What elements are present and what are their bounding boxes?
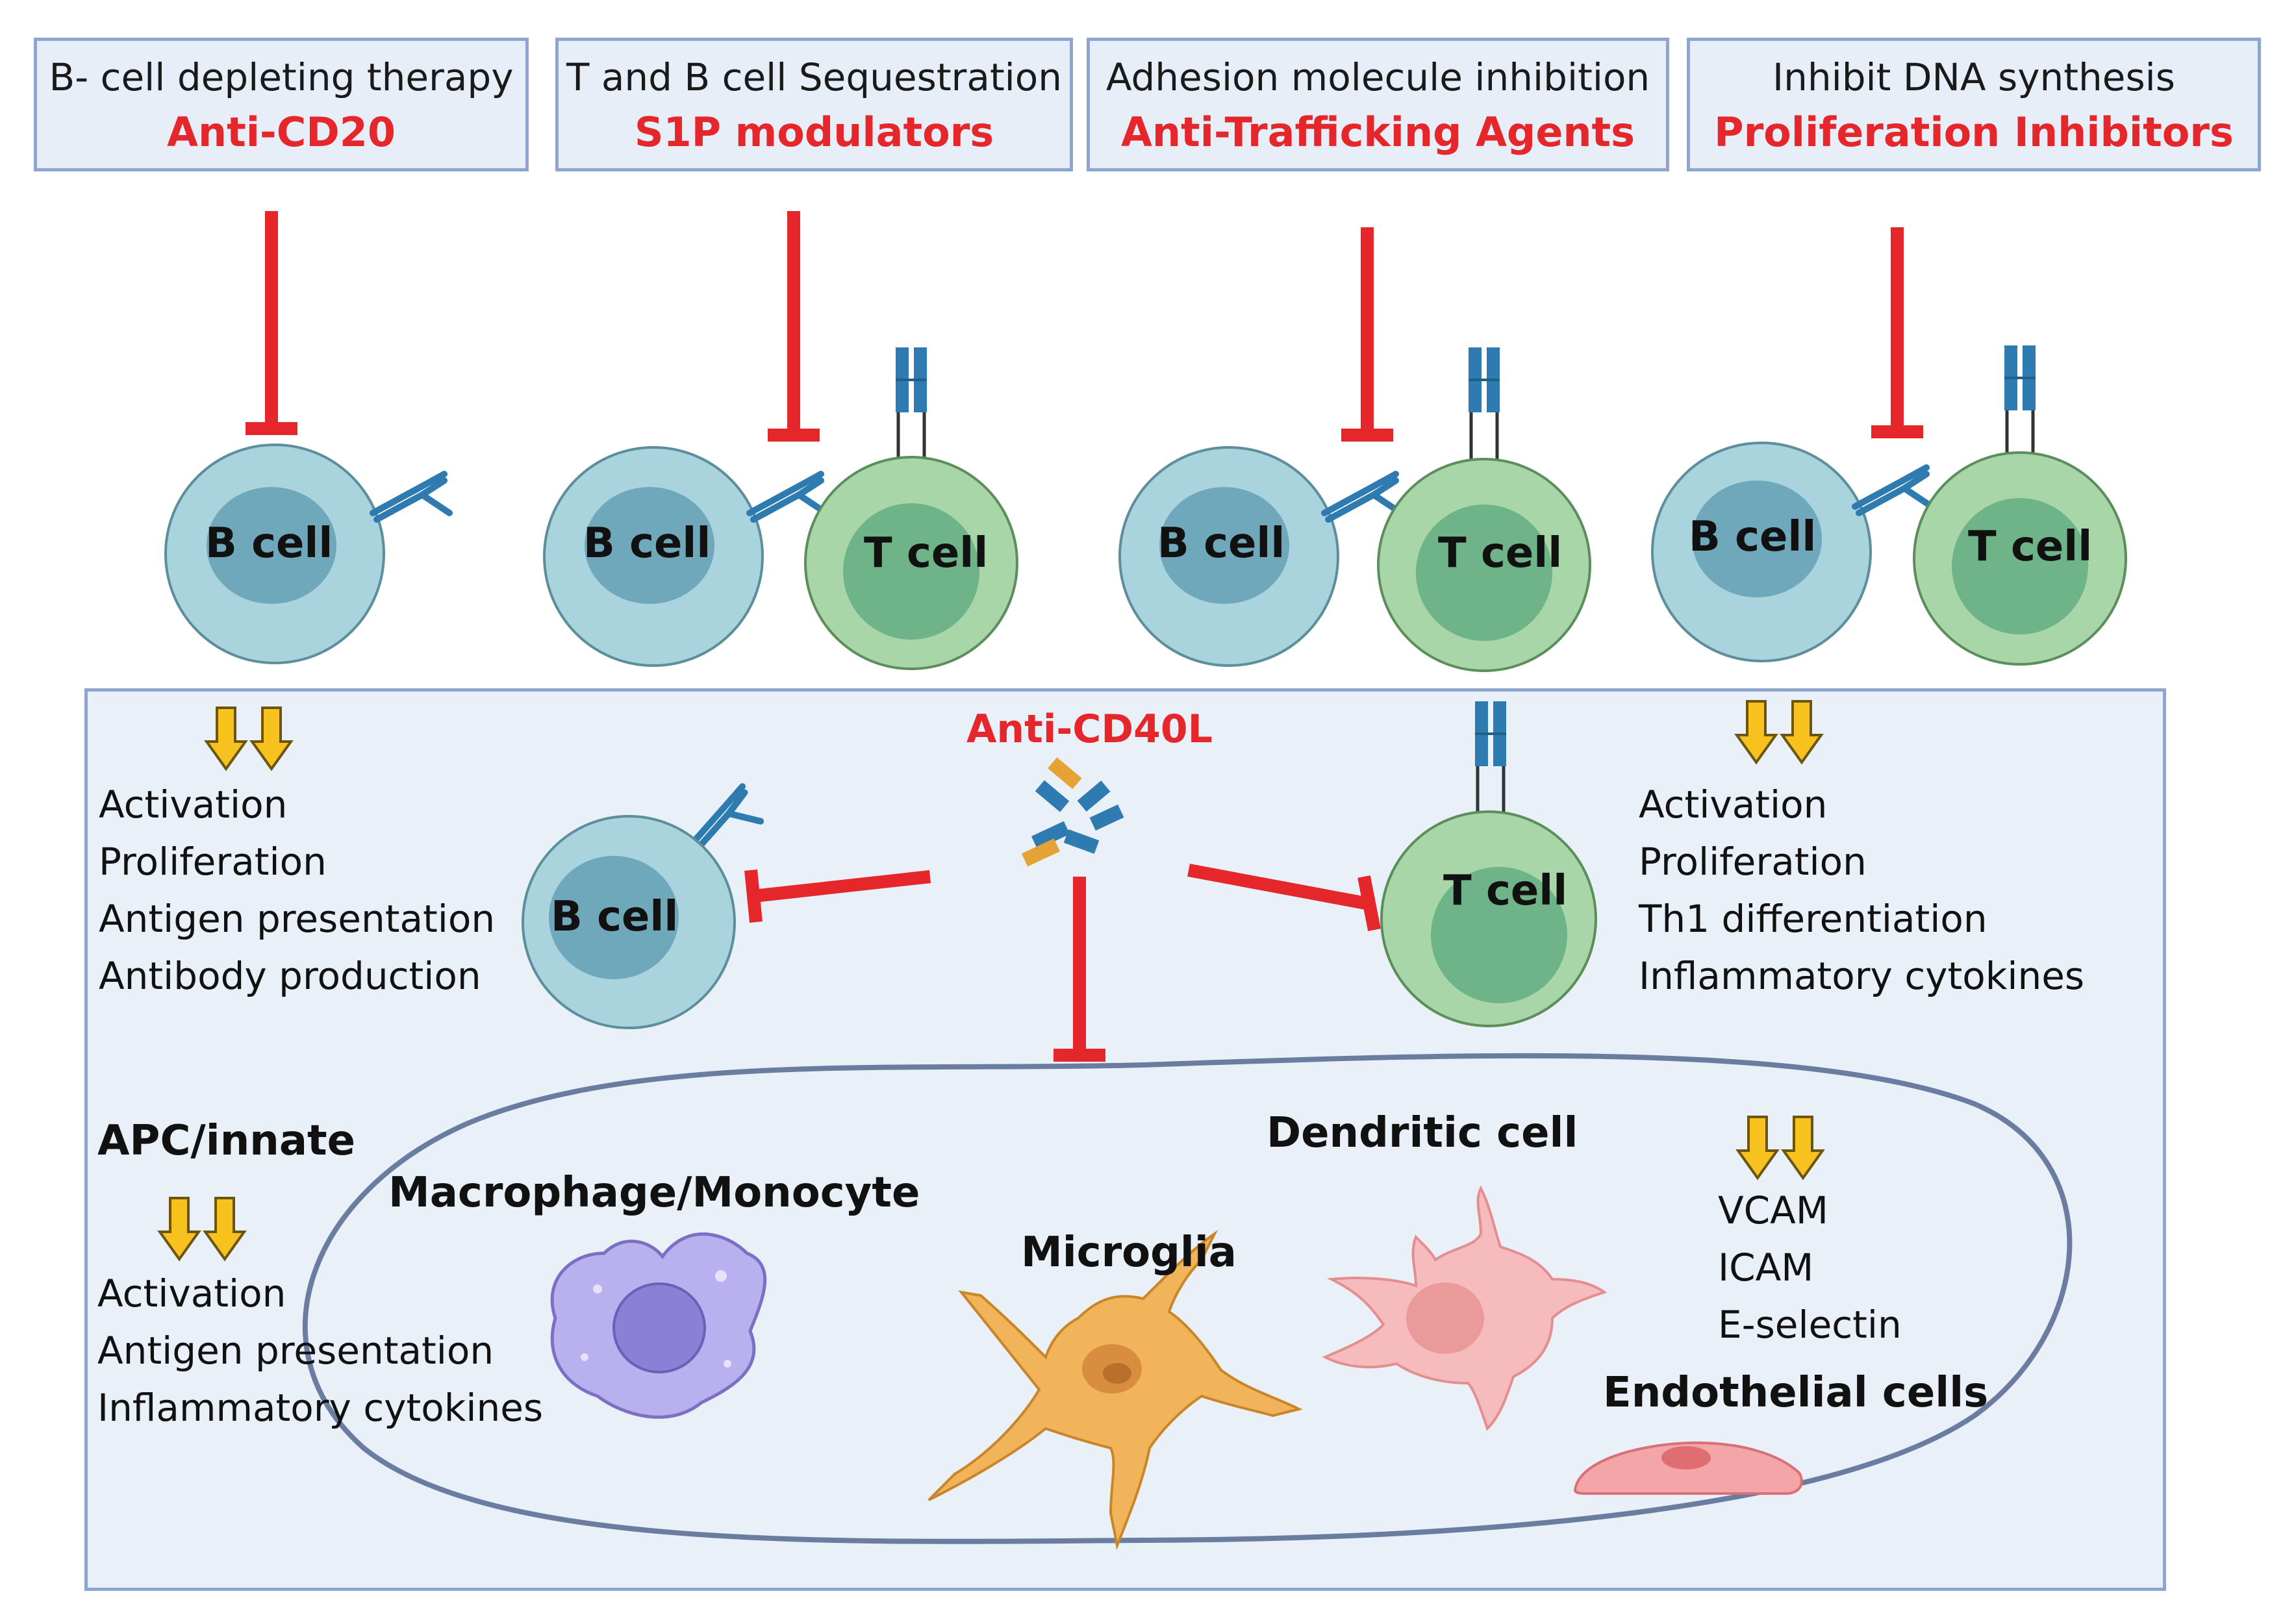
b-cell-label: B cell [551, 893, 679, 941]
therapy-box-s1p-modulators: T and B cell Sequestration S1P modulator… [555, 38, 1073, 171]
t-cell-label: T cell [1968, 523, 2093, 571]
t-cell-label: T cell [1438, 529, 1563, 577]
inhibit-bar-s1p [768, 211, 820, 442]
b-cell-top-2 [543, 446, 826, 667]
anti-cd40l-label: Anti-CD40L [966, 706, 1213, 752]
b-cell-top-1 [164, 444, 449, 664]
therapy-name: S1P modulators [634, 108, 994, 156]
t-cell-top-4 [1913, 345, 2127, 666]
b-cell-effects: Activation Proliferation Antigen present… [99, 776, 495, 1005]
apc-region-outline [302, 1053, 2073, 1544]
apc-innate-title: APC/innate [97, 1117, 356, 1165]
endothelial-cells-label: Endothelial cells [1603, 1369, 1989, 1417]
endothelial-cell-icon [1573, 1441, 1803, 1495]
t-cell-label: T cell [864, 529, 989, 577]
b-cell-label: B cell [1689, 513, 1817, 561]
t-cell-effects: Activation Proliferation Th1 differentia… [1639, 776, 2084, 1005]
inhibit-bar-to-apc [1053, 877, 1105, 1062]
endothelial-effect-item: E-selectin [1718, 1303, 1902, 1347]
anti-cd40l-antibody-icon [1021, 757, 1124, 867]
apc-effects: Activation Antigen presentation Inflamma… [97, 1265, 543, 1436]
apc-effect-item: Activation [97, 1271, 286, 1316]
t-cell-top-3 [1377, 347, 1591, 672]
therapy-box-anti-trafficking: Adhesion molecule inhibition Anti-Traffi… [1087, 38, 1669, 171]
down-arrows-apc [158, 1197, 246, 1260]
b-cell-label: B cell [1157, 519, 1285, 568]
endothelial-effect-item: VCAM [1718, 1188, 1828, 1232]
dendritic-cell-label: Dendritic cell [1267, 1109, 1578, 1157]
inhibit-bar-anti-trafficking [1341, 227, 1393, 442]
t-cell-top-2 [804, 347, 1018, 670]
down-arrows-endothelial [1737, 1116, 1824, 1179]
inhibit-bar-anti-cd20 [246, 211, 297, 435]
t-effect-item: Th1 differentiation [1639, 897, 1987, 941]
down-arrows-t [1735, 700, 1823, 764]
therapy-box-proliferation-inhibitors: Inhibit DNA synthesis Proliferation Inhi… [1687, 38, 2261, 171]
t-cell-label: T cell [1443, 867, 1568, 915]
therapy-box-anti-cd20: B- cell depleting therapy Anti-CD20 [34, 38, 529, 171]
b-cell-top-3 [1118, 446, 1401, 667]
therapy-mechanism: Adhesion molecule inhibition [1105, 55, 1650, 99]
t-cell-center [1380, 701, 1597, 1027]
endothelial-effects: VCAM ICAM E-selectin [1718, 1182, 1902, 1353]
b-effect-item: Activation [99, 782, 288, 827]
macrophage-label: Macrophage/Monocyte [388, 1169, 920, 1217]
b-cell-label: B cell [205, 519, 333, 568]
therapy-mechanism: B- cell depleting therapy [49, 55, 514, 99]
b-effect-item: Antibody production [99, 954, 481, 998]
microglia-icon [927, 1230, 1303, 1550]
therapy-name: Proliferation Inhibitors [1714, 108, 2234, 156]
b-effect-item: Proliferation [99, 840, 327, 884]
apc-effect-item: Inflammatory cytokines [97, 1386, 544, 1430]
therapy-mechanism: T and B cell Sequestration [566, 55, 1063, 99]
t-effect-item: Activation [1639, 782, 1828, 827]
b-cell-label: B cell [583, 519, 711, 568]
therapy-name: Anti-CD20 [167, 108, 396, 156]
t-effect-item: Proliferation [1639, 840, 1867, 884]
inhibit-bar-to-b-cell [744, 869, 931, 923]
therapy-mechanism: Inhibit DNA synthesis [1772, 55, 2176, 99]
macrophage-icon [550, 1232, 767, 1419]
inhibit-bar-proliferation [1871, 227, 1923, 438]
endothelial-effect-item: ICAM [1718, 1245, 1814, 1290]
b-cell-center [522, 784, 763, 1029]
inhibit-bar-to-t-cell [1187, 864, 1381, 931]
therapy-name: Anti-Trafficking Agents [1120, 108, 1635, 156]
t-effect-item: Inflammatory cytokines [1639, 954, 2085, 998]
down-arrows-b [205, 706, 292, 770]
b-effect-item: Antigen presentation [99, 897, 496, 941]
microglia-label: Microglia [1021, 1229, 1237, 1277]
apc-effect-item: Antigen presentation [97, 1329, 494, 1373]
b-cell-top-4 [1651, 442, 1932, 662]
dendritic-cell-icon [1322, 1185, 1608, 1431]
